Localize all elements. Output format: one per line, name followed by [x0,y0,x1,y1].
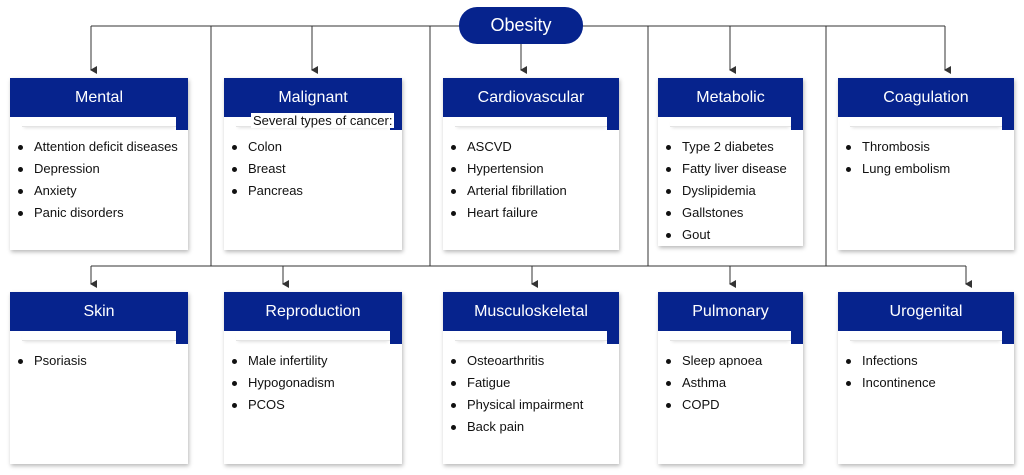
list-item: Depression [10,158,178,180]
card-header: Coagulation [838,78,1014,117]
list-item: Incontinence [838,372,936,394]
item-list: Thrombosis Lung embolism [838,136,950,180]
card-header: Reproduction [224,292,402,331]
list-item: Breast [224,158,303,180]
list-item: PCOS [224,394,335,416]
list-item: Lung embolism [838,158,950,180]
category-card-metabolic: Metabolic Type 2 diabetes Fatty liver di… [658,78,803,246]
item-list: Male infertility Hypogonadism PCOS [224,350,335,416]
category-card-pulmonary: Pulmonary Sleep apnoea Asthma COPD [658,292,803,464]
card-header: Musculoskeletal [443,292,619,331]
category-card-urogenital: Urogenital Infections Incontinence [838,292,1014,464]
list-item: Fatty liver disease [658,158,787,180]
list-item: Fatigue [443,372,583,394]
list-item: Psoriasis [10,350,87,372]
list-item: Pancreas [224,180,303,202]
list-item: Infections [838,350,936,372]
list-item: ASCVD [443,136,567,158]
item-list: Osteoarthritis Fatigue Physical impairme… [443,350,583,438]
category-card-musculoskeletal: Musculoskeletal Osteoarthritis Fatigue P… [443,292,619,464]
list-item: Heart failure [443,202,567,224]
category-card-reproduction: Reproduction Male infertility Hypogonadi… [224,292,402,464]
card-header: Mental [10,78,188,117]
category-card-malignant: Malignant Several types of cancer: Colon… [224,78,402,250]
card-header: Urogenital [838,292,1014,331]
list-item: Panic disorders [10,202,178,224]
card-header: Skin [10,292,188,331]
list-item: Thrombosis [838,136,950,158]
list-item: Type 2 diabetes [658,136,787,158]
list-item: Hypertension [443,158,567,180]
category-card-skin: Skin Psoriasis [10,292,188,464]
list-item: Gallstones [658,202,787,224]
list-item: Asthma [658,372,762,394]
list-item: COPD [658,394,762,416]
card-header: Cardiovascular [443,78,619,117]
list-item: Dyslipidemia [658,180,787,202]
list-item: Back pain [443,416,583,438]
item-list: ASCVD Hypertension Arterial fibrillation… [443,136,567,224]
item-list: Type 2 diabetes Fatty liver disease Dysl… [658,136,787,246]
item-list: Attention deficit diseases Depression An… [10,136,178,224]
category-card-cardiovascular: Cardiovascular ASCVD Hypertension Arteri… [443,78,619,250]
list-item: Physical impairment [443,394,583,416]
card-header: Metabolic [658,78,803,117]
list-item: Colon [224,136,303,158]
item-list: Infections Incontinence [838,350,936,394]
list-item: Sleep apnoea [658,350,762,372]
category-card-mental: Mental Attention deficit diseases Depres… [10,78,188,250]
list-item: Osteoarthritis [443,350,583,372]
list-item: Hypogonadism [224,372,335,394]
list-item: Male infertility [224,350,335,372]
category-card-coagulation: Coagulation Thrombosis Lung embolism [838,78,1014,250]
item-list: Psoriasis [10,350,87,372]
item-list: Sleep apnoea Asthma COPD [658,350,762,416]
root-label: Obesity [490,15,552,35]
item-list: Colon Breast Pancreas [224,136,303,202]
list-item: Attention deficit diseases [10,136,178,158]
card-header: Malignant [224,78,402,117]
card-header: Pulmonary [658,292,803,331]
list-item: Arterial fibrillation [443,180,567,202]
list-item: Anxiety [10,180,178,202]
card-note: Several types of cancer: [251,113,395,128]
root-node-obesity: Obesity [459,7,583,44]
list-item: Gout [658,224,787,246]
